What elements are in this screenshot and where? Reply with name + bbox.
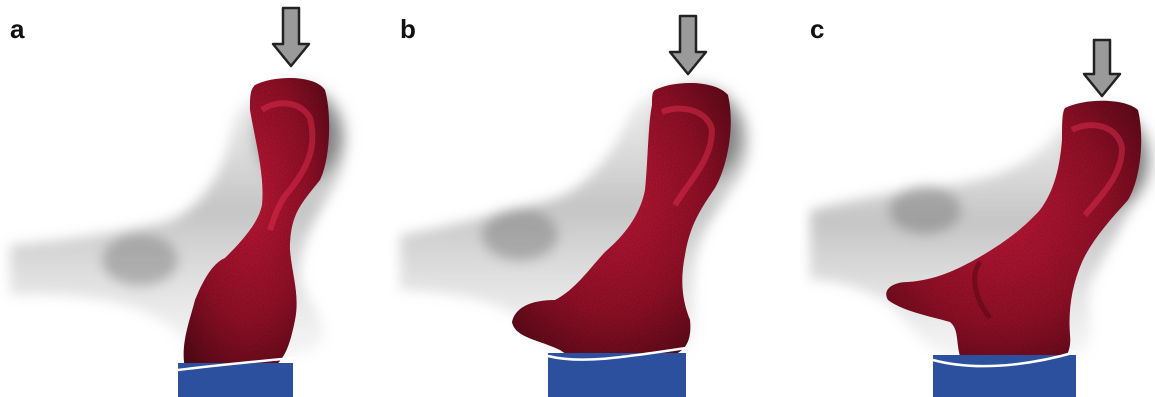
load-arrow-icon — [1084, 40, 1120, 96]
femur-illustration — [0, 0, 385, 397]
panel-a: a — [0, 0, 385, 397]
load-arrow-icon — [670, 16, 706, 74]
panel-c: c — [800, 0, 1155, 397]
support-block — [933, 355, 1076, 397]
femur-illustration — [800, 0, 1155, 397]
panel-b: b — [390, 0, 775, 397]
femur-illustration — [390, 0, 775, 397]
load-arrow-icon — [273, 8, 309, 66]
